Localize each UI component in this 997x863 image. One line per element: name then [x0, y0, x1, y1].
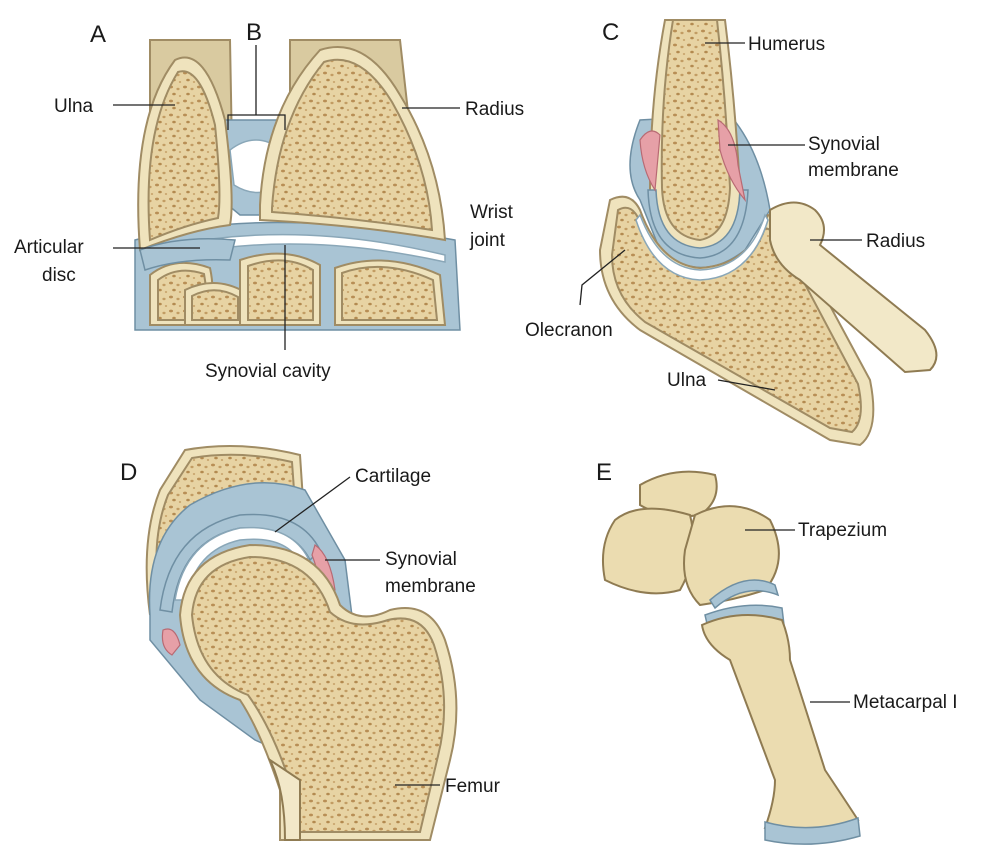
label-metacarpal: Metacarpal I [853, 692, 958, 713]
label-articular-disc-2: disc [42, 265, 76, 286]
humerus-spongy [660, 19, 732, 242]
femur-spongy [190, 555, 446, 833]
label-humerus: Humerus [748, 34, 825, 55]
metacarpal-distal-cartilage [764, 816, 861, 845]
label-synovial-membrane-d-1: Synovial [385, 549, 457, 570]
synovial-membrane-c-left [639, 130, 661, 192]
leader-cartilage [274, 476, 351, 533]
panel-d-hip: D Cartilage Synovial membrane Femur [120, 445, 501, 841]
ulna-spongy [147, 70, 221, 242]
panel-letter-c: C [602, 19, 619, 46]
synovial-membrane-c-right [717, 118, 747, 203]
carpal-left-e [602, 507, 695, 595]
bracket-b [227, 45, 286, 130]
label-femur: Femur [445, 776, 501, 797]
label-olecranon: Olecranon [525, 320, 613, 341]
humerus-cartilage [647, 189, 749, 259]
label-wrist-joint-1: Wrist [470, 202, 514, 223]
radius-spongy [271, 58, 434, 232]
hip-synovial-cavity [174, 526, 310, 601]
cmc-cartilage-upper [709, 579, 780, 610]
label-trapezium: Trapezium [798, 520, 887, 541]
panel-e-thumb: E Trapezium Metacarpal I [596, 459, 958, 845]
leader-olecranon [579, 249, 626, 306]
panel-c-elbow: C Humerus Synovial membrane Radius Olecr… [525, 19, 938, 447]
label-articular-disc-1: Articular [14, 237, 84, 258]
radius-c-bone [769, 201, 938, 374]
carpal-2-spongy [191, 289, 239, 321]
label-radius-c: Radius [866, 231, 925, 252]
panel-letter-e: E [596, 459, 612, 486]
label-wrist-joint-2: joint [469, 230, 506, 251]
synovial-membrane-d-left [161, 628, 181, 656]
label-synovial-membrane-c-1: Synovial [808, 134, 880, 155]
panel-letter-d: D [120, 459, 137, 486]
elbow-synovial-cavity [635, 213, 769, 281]
label-cartilage: Cartilage [355, 466, 431, 487]
label-synovial-cavity: Synovial cavity [205, 361, 331, 382]
label-synovial-membrane-d-2: membrane [385, 576, 476, 597]
wrist-synovial-cavity [174, 233, 446, 263]
metacarpal-bone [700, 614, 860, 833]
label-ulna-a: Ulna [54, 96, 94, 117]
panel-a-wrist: A B Ulna Radius Wrist joint Articular di… [14, 19, 524, 382]
leader-ulna-c [717, 379, 776, 391]
label-ulna-c: Ulna [667, 370, 707, 391]
label-radius-a: Radius [465, 99, 524, 120]
panel-letter-b: B [246, 19, 262, 46]
panel-letter-a: A [90, 21, 106, 48]
label-synovial-membrane-c-2: membrane [808, 160, 899, 181]
femur-shaft-d [267, 757, 301, 841]
carpal-4-spongy [341, 265, 439, 321]
carpal-3-spongy [247, 259, 314, 321]
articular-disc [139, 238, 236, 271]
